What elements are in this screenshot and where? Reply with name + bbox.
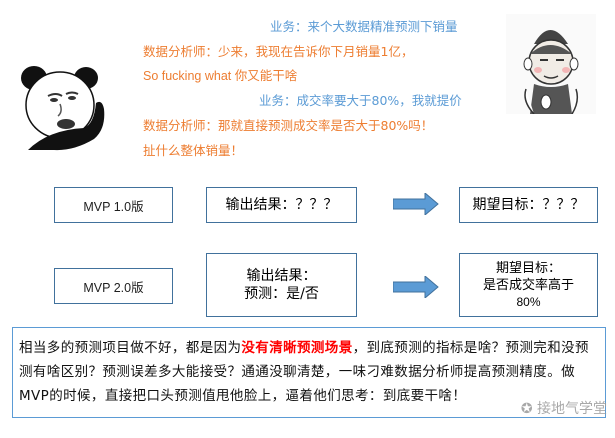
mvp-2-box: MVP 2.0版 bbox=[54, 268, 173, 304]
wechat-icon: ✪ bbox=[520, 401, 537, 417]
goal-2-box: 期望目标： 是否成交率高于 80% bbox=[459, 253, 598, 317]
output-2-line1: 输出结果： bbox=[246, 268, 317, 284]
dialogue-analyst-1: 数据分析师：少来，我现在告诉你下月销量1亿， bbox=[143, 44, 414, 59]
note-highlight: 没有清晰预测场景 bbox=[241, 340, 353, 356]
cartoon-man-meme-image bbox=[506, 14, 596, 115]
right-arrow-icon bbox=[393, 193, 439, 215]
panda-meme-image bbox=[14, 60, 114, 160]
mvp-2-label: MVP 2.0版 bbox=[83, 280, 144, 295]
goal-2-line1: 期望目标： bbox=[495, 260, 561, 276]
dialogue-business-2: 业务：成交率要大于80%，我就提价 bbox=[259, 93, 462, 108]
dialogue-analyst-3: 数据分析师：那就直接预测成交率是否大于80%吗！ bbox=[143, 118, 434, 133]
watermark: ✪ 接地气学堂 bbox=[521, 398, 607, 418]
output-1-box: 输出结果：？？？ bbox=[206, 187, 357, 223]
output-2-line2: 预测：是/否 bbox=[244, 286, 319, 302]
dialogue-business-1: 业务：来个大数据精准预测下销量 bbox=[270, 19, 458, 34]
mvp-1-box: MVP 1.0版 bbox=[54, 187, 173, 223]
output-2-box: 输出结果： 预测：是/否 bbox=[206, 253, 357, 317]
goal-1-box: 期望目标：？？？ bbox=[459, 187, 598, 223]
dialogue-analyst-4: 扯什么整体销量！ bbox=[143, 143, 244, 158]
goal-1-label: 期望目标：？？？ bbox=[472, 197, 585, 213]
output-1-label: 输出结果：？？？ bbox=[225, 197, 338, 213]
goal-2-line3: 80% bbox=[516, 294, 541, 309]
goal-2-line2: 是否成交率高于 bbox=[482, 277, 574, 293]
right-arrow-icon bbox=[393, 276, 439, 298]
note-text-2: ，到底预测的指标是啥？预测完和没预测有啥区别？预测误差多大能接受？通通没聊清楚，… bbox=[19, 340, 589, 404]
watermark-text: 接地气学堂 bbox=[537, 401, 607, 417]
mvp-1-label: MVP 1.0版 bbox=[83, 199, 144, 214]
summary-note: 相当多的预测项目做不好，都是因为没有清晰预测场景，到底预测的指标是啥？预测完和没… bbox=[12, 327, 606, 418]
note-text-1: 相当多的预测项目做不好，都是因为 bbox=[19, 340, 242, 356]
dialogue-analyst-2: So fucking what 你又能干啥 bbox=[143, 69, 298, 83]
